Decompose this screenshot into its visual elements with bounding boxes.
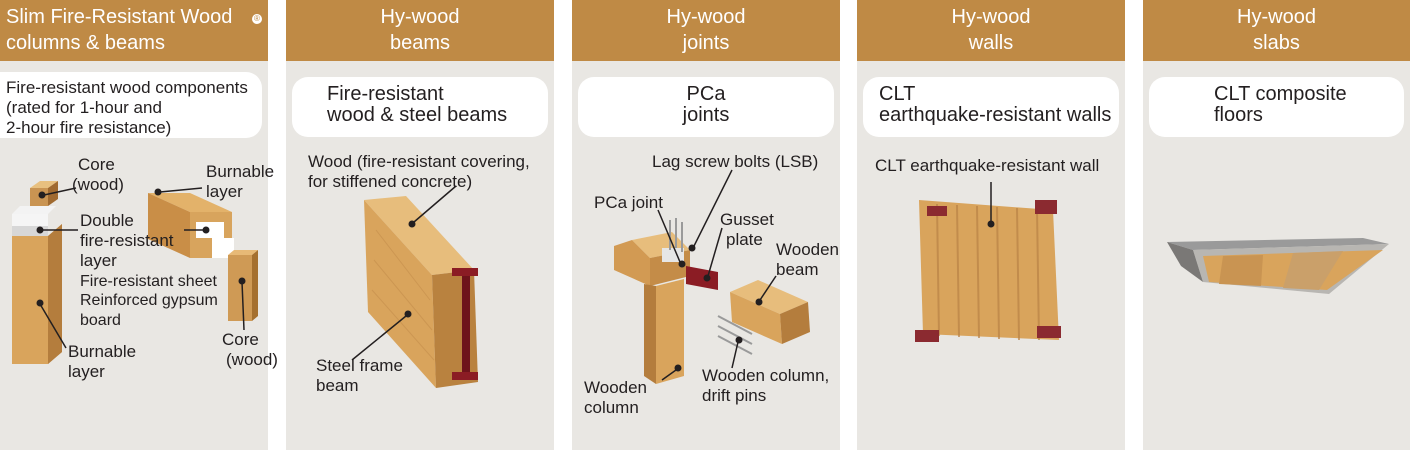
clt-composite-floor-diagram xyxy=(1167,238,1389,294)
label-clt-wall: CLT earthquake-resistant wall xyxy=(875,156,1100,175)
label-sheet: Fire-resistant sheet xyxy=(80,273,217,290)
header-line-2: slabs xyxy=(1253,32,1300,54)
label-core-top-1: Core xyxy=(78,155,115,174)
panel-header: Hy-wood slabs xyxy=(1143,0,1410,61)
subtitle-box xyxy=(863,77,1119,137)
subtitle-line-2: floors xyxy=(1214,104,1263,126)
label-wood-2: for stiffened concrete) xyxy=(308,172,473,191)
panel-header: Hy-wood joints xyxy=(572,0,840,61)
header-line-1: Hy-wood xyxy=(951,6,1031,28)
header-line-2: joints xyxy=(682,32,730,54)
subtitle-line-2: joints xyxy=(682,104,730,126)
subtitle-line-2: (rated for 1-hour and xyxy=(6,98,162,117)
label-wooden-column-2: column xyxy=(584,398,639,417)
subtitle-box xyxy=(0,72,262,138)
label-pca-joint: PCa joint xyxy=(594,193,663,212)
label-steel-1: Steel frame xyxy=(316,356,403,375)
subtitle-box xyxy=(292,77,548,137)
subtitle-line-1: PCa xyxy=(686,83,726,105)
label-burnable-bottom-2: layer xyxy=(68,362,105,381)
pca-joint-diagram xyxy=(614,169,810,384)
subtitle-line-1: Fire-resistant wood components xyxy=(6,78,248,97)
label-double-3: layer xyxy=(80,251,117,270)
registered-mark: ® xyxy=(252,14,262,24)
fire-resistant-column-diagram xyxy=(12,181,258,364)
label-wooden-beam-2: beam xyxy=(776,260,819,279)
panel-slim-fire-resistant-wood: Slim Fire-Resistant Wood columns & beams… xyxy=(0,0,278,450)
header-line-1: Slim Fire-Resistant Wood xyxy=(6,6,233,28)
label-gypsum-2: board xyxy=(80,312,121,329)
label-wood-1: Wood (fire-resistant covering, xyxy=(308,152,530,171)
panel-header: Slim Fire-Resistant Wood columns & beams… xyxy=(0,0,268,61)
subtitle-line-2: earthquake-resistant walls xyxy=(879,104,1112,126)
header-line-1: Hy-wood xyxy=(666,6,746,28)
label-wooden-beam-1: Wooden xyxy=(776,240,840,259)
subtitle-line-2: wood & steel beams xyxy=(327,104,508,126)
panel-hy-wood-walls: Hy-wood walls CLT earthquake-resistant w… xyxy=(857,0,1125,450)
panel-header: Hy-wood walls xyxy=(857,0,1125,61)
panel-hy-wood-slabs: Hy-wood slabs CLT composite floors xyxy=(1143,0,1410,450)
label-drift-pins-2: drift pins xyxy=(702,386,767,405)
label-burnable-bottom-1: Burnable xyxy=(68,342,137,361)
label-wooden-column-1: Wooden xyxy=(584,378,648,397)
panel-hy-wood-beams: Hy-wood beams Fire-resistant wood & stee… xyxy=(286,0,554,450)
header-line-2: walls xyxy=(968,32,1014,54)
subtitle-line-1: CLT composite xyxy=(1214,83,1347,105)
header-line-1: Hy-wood xyxy=(1237,6,1316,28)
label-core-bottom-1: Core xyxy=(222,330,259,349)
label-drift-pins-1: Wooden column, xyxy=(702,366,830,385)
subtitle-line-1: CLT xyxy=(879,83,916,105)
panel-header: Hy-wood beams xyxy=(286,0,554,61)
label-double-2: fire-resistant xyxy=(80,231,174,250)
label-burnable-top-2: layer xyxy=(206,182,243,201)
subtitle-box xyxy=(578,77,834,137)
subtitle-line-1: Fire-resistant xyxy=(327,83,444,105)
panel-hy-wood-joints: Hy-wood joints PCa joints xyxy=(572,0,840,450)
label-gypsum-1: Reinforced gypsum xyxy=(80,292,218,309)
header-line-2: beams xyxy=(389,32,451,54)
label-steel-2: beam xyxy=(316,376,359,395)
subtitle-box xyxy=(1149,77,1404,137)
label-gusset-2: plate xyxy=(726,230,763,249)
label-gusset-1: Gusset xyxy=(720,210,774,229)
label-core-bottom-2: (wood) xyxy=(226,350,278,369)
header-line-2: columns & beams xyxy=(6,32,165,54)
label-lag-screw-bolts: Lag screw bolts (LSB) xyxy=(652,152,819,171)
clt-wall-diagram xyxy=(915,182,1061,342)
header-line-1: Hy-wood xyxy=(380,6,460,28)
label-core-top-2: (wood) xyxy=(72,175,124,194)
wood-steel-beam-diagram xyxy=(351,185,478,388)
label-double-1: Double xyxy=(80,211,134,230)
label-burnable-top-1: Burnable xyxy=(206,162,275,181)
subtitle-line-3: 2-hour fire resistance) xyxy=(6,118,172,137)
